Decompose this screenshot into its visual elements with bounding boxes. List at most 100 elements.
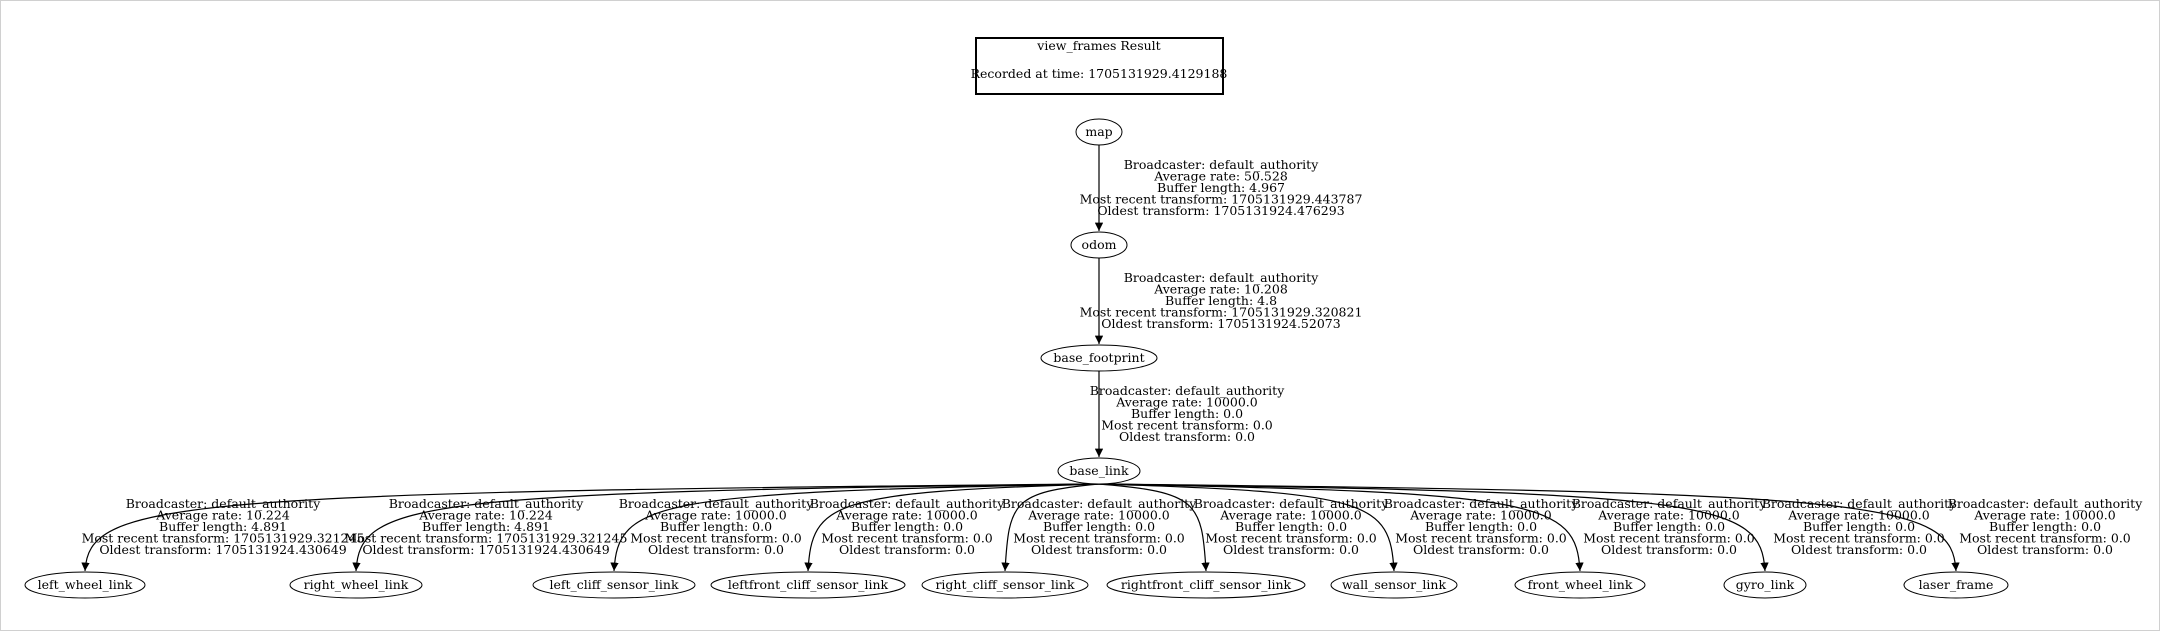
node-ellipse xyxy=(289,571,423,599)
edge-label-line: Oldest transform: 0.0 xyxy=(1031,542,1167,557)
node-map: map xyxy=(1075,118,1123,146)
edge-label-line: Oldest transform: 0.0 xyxy=(839,542,975,557)
node-laser-frame: laser_frame xyxy=(1903,571,2009,599)
node-ellipse xyxy=(1075,118,1123,146)
node-ellipse xyxy=(1514,571,1646,599)
node-label: leftfront_cliff_sensor_link xyxy=(728,577,889,592)
edge-arrow xyxy=(81,483,1100,572)
recorded-time: Recorded at time: 1705131929.4129188 xyxy=(971,66,1228,81)
edge-label-line: Average rate: 10000.0 xyxy=(1597,508,1740,523)
edge-arrow xyxy=(1098,483,1584,572)
edge-label-line: Most recent transform: 0.0 xyxy=(1013,531,1185,546)
node-label: right_wheel_link xyxy=(304,577,409,592)
edge-label-line: Buffer length: 0.0 xyxy=(1235,519,1347,534)
edge-label-line: Oldest transform: 1705131924.476293 xyxy=(1097,203,1344,218)
node-ellipse xyxy=(1070,231,1128,259)
node-wall-sensor-link: wall_sensor_link xyxy=(1330,571,1458,599)
edge-label-line: Most recent transform: 1705131929.321245 xyxy=(82,531,365,546)
edge-label-line: Broadcaster: default_authority xyxy=(1762,496,1957,511)
edge-label-line: Buffer length: 0.0 xyxy=(1803,519,1915,534)
edge-label-line: Buffer length: 4.891 xyxy=(159,519,287,534)
node-front-wheel-link: front_wheel_link xyxy=(1514,571,1646,599)
node-label: base_footprint xyxy=(1053,350,1144,365)
edge-label-line: Buffer length: 0.0 xyxy=(660,519,772,534)
edge-arrow xyxy=(1098,483,1398,572)
edge-label-line: Broadcaster: default_authority xyxy=(810,496,1005,511)
edge-label-line: Broadcaster: default_authority xyxy=(1090,383,1285,398)
edge-label-line: Broadcaster: default_authority xyxy=(389,496,584,511)
title-box: view_frames Result Recorded at time: 170… xyxy=(971,37,1228,95)
node-ellipse xyxy=(1723,571,1807,599)
node-label: right_cliff_sensor_link xyxy=(935,577,1075,592)
node-right-wheel-link: right_wheel_link xyxy=(289,571,423,599)
edge-label-line: Average rate: 10000.0 xyxy=(644,508,787,523)
edge-label-line: Average rate: 10.224 xyxy=(155,508,290,523)
edge-label-line: Most recent transform: 0.0 xyxy=(1101,418,1273,433)
edge-label-line: Buffer length: 4.8 xyxy=(1165,293,1277,308)
node-ellipse xyxy=(1040,344,1158,372)
node-odom: odom xyxy=(1070,231,1128,259)
edge-label-line: Buffer length: 4.891 xyxy=(422,519,550,534)
node-ellipse xyxy=(1330,571,1458,599)
edge-label-line: Broadcaster: default_authority xyxy=(1002,496,1197,511)
edge-label-line: Most recent transform: 1705131929.320821 xyxy=(1080,305,1363,320)
edge-label-line: Most recent transform: 0.0 xyxy=(1959,531,2131,546)
edge-label-line: Oldest transform: 0.0 xyxy=(1413,542,1549,557)
edge-label-line: Average rate: 10.224 xyxy=(418,508,553,523)
edge-arrow xyxy=(1098,483,1960,572)
node-right-cliff-sensor-link: right_cliff_sensor_link xyxy=(921,571,1089,599)
edge-arrow xyxy=(1001,483,1100,572)
edge-label-line: Oldest transform: 0.0 xyxy=(1601,542,1737,557)
edge-label-line: Average rate: 10000.0 xyxy=(1409,508,1552,523)
edge-label-line: Most recent transform: 0.0 xyxy=(1205,531,1377,546)
node-left-wheel-link: left_wheel_link xyxy=(24,571,146,599)
edge-label-line: Broadcaster: default_authority xyxy=(126,496,321,511)
node-label: base_link xyxy=(1069,463,1129,478)
node-label: rightfront_cliff_sensor_link xyxy=(1121,577,1292,592)
edge-label-line: Oldest transform: 0.0 xyxy=(1977,542,2113,557)
edge-label-line: Oldest transform: 1705131924.430649 xyxy=(362,542,609,557)
edge-label-line: Average rate: 10.208 xyxy=(1153,282,1288,297)
edge-label-line: Buffer length: 4.967 xyxy=(1157,180,1285,195)
nodes-layer: map odom base_footprint base_link left_wheel… xyxy=(24,118,2009,599)
node-leftfront-cliff-sensor-link: leftfront_cliff_sensor_link xyxy=(710,571,906,599)
node-ellipse xyxy=(921,571,1089,599)
edge-label-line: Most recent transform: 0.0 xyxy=(821,531,993,546)
edge-label-line: Average rate: 10000.0 xyxy=(1973,508,2116,523)
edge-arrow xyxy=(1098,483,1769,572)
edge-label-line: Most recent transform: 0.0 xyxy=(630,531,802,546)
edge-label-line: Broadcaster: default_authority xyxy=(1384,496,1579,511)
node-left-cliff-sensor-link: left_cliff_sensor_link xyxy=(532,571,696,599)
edge-arrow xyxy=(352,483,1100,572)
node-base-link: base_link xyxy=(1057,457,1141,485)
edge-label-line: Broadcaster: default_authority xyxy=(1948,496,2143,511)
node-ellipse xyxy=(710,571,906,599)
node-gyro-link: gyro_link xyxy=(1723,571,1807,599)
edge-label-line: Oldest transform: 0.0 xyxy=(648,542,784,557)
edge-arrow xyxy=(1098,483,1210,572)
edge-label-line: Most recent transform: 0.0 xyxy=(1773,531,1945,546)
edge-label-line: Average rate: 10000.0 xyxy=(835,508,978,523)
node-label: gyro_link xyxy=(1736,577,1795,592)
edge-label-line: Broadcaster: default_authority xyxy=(619,496,814,511)
node-label: odom xyxy=(1082,237,1117,252)
edge-label-line: Average rate: 10000.0 xyxy=(1787,508,1930,523)
edge-label-line: Buffer length: 0.0 xyxy=(1613,519,1725,534)
edge-label-line: Most recent transform: 0.0 xyxy=(1583,531,1755,546)
node-ellipse xyxy=(1057,457,1141,485)
edge-label-line: Average rate: 10000.0 xyxy=(1115,395,1258,410)
edge-label-line: Average rate: 50.528 xyxy=(1153,169,1288,184)
